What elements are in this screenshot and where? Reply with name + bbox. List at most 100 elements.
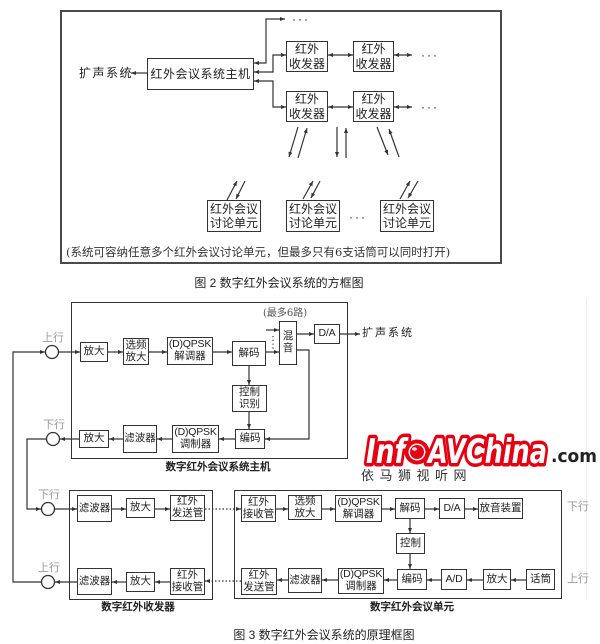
host-filter: 滤波器 xyxy=(123,425,157,453)
discussion-unit-block: 红外会议 讨论单元 xyxy=(207,200,261,232)
ellipsis: ··· xyxy=(421,48,439,62)
block-label: 解码 xyxy=(399,501,421,514)
block-label: 控制 xyxy=(400,536,421,549)
transceiver-uplink-port xyxy=(40,574,56,590)
host-selective-amp: 选频 放大 xyxy=(123,338,149,365)
ir-beam-down xyxy=(288,126,299,158)
transceiver-uplink-label: 上行 xyxy=(38,561,60,574)
block-label-line: 接收管 xyxy=(171,580,204,593)
block-label: 话筒 xyxy=(530,572,551,585)
unit-2-beam-down xyxy=(310,180,321,199)
uplink-feed-line xyxy=(12,350,45,583)
host-mixer: 混 音 xyxy=(279,321,297,365)
host-modulator: (D)QPSK 调制器 xyxy=(172,425,219,453)
block-label-line: 收发器 xyxy=(288,56,325,71)
downlink-feed-line xyxy=(26,438,46,511)
discussion-unit-block: 红外会议 讨论单元 xyxy=(286,200,340,232)
block-label-line: 混 xyxy=(282,330,294,343)
block-label: D/A xyxy=(443,501,461,514)
host-block: 红外会议系统主机 xyxy=(147,58,254,90)
block-label: 编码 xyxy=(401,572,423,585)
max-channels-note: (最多6路) xyxy=(263,308,308,319)
block-label: 滤波器 xyxy=(289,573,321,586)
block-label-line: 红外 xyxy=(177,568,198,581)
unit-2-beam-up xyxy=(302,180,314,200)
block-label-line: 调制器 xyxy=(179,438,212,450)
ir-beam-up xyxy=(388,128,400,158)
block-label: D/A xyxy=(318,327,336,340)
host-amp-out: 放大 xyxy=(79,430,109,448)
capacity-note: (系统可容纳任意多个红外会议讨论单元，但最多只有6支话筒可以同时打开) xyxy=(66,245,451,259)
ir-beam-down xyxy=(376,126,389,156)
block-label-line: 收发器 xyxy=(355,56,392,71)
pa-system-label: 扩声系统 xyxy=(79,66,134,80)
block-label-line: 选频 xyxy=(294,494,316,507)
watermark-brand-left: Inf xyxy=(366,432,409,469)
host-uplink-port xyxy=(44,344,60,360)
host-downlink-label: 下行 xyxy=(43,418,65,431)
host-dac: D/A xyxy=(314,324,340,344)
unit-dac: D/A xyxy=(439,498,465,519)
block-label-line: 放大 xyxy=(294,506,316,519)
watermark-domain: .com xyxy=(551,446,597,467)
watermark-subtitle: 依马狮视听网 xyxy=(361,468,473,483)
figure3-caption: 图 3 数字红外会议系统的原理框图 xyxy=(233,628,415,642)
host-amp-in: 放大 xyxy=(80,342,108,362)
unit-ir-receiver: 红外 接收管 xyxy=(241,495,276,522)
transceiver-ir-receiver: 红外 接收管 xyxy=(170,568,205,595)
transceiver-downlink-label: 下行 xyxy=(38,488,60,501)
host-block-label: 红外会议系统主机 xyxy=(150,66,251,81)
host-demodulator: (D)QPSK 解调器 xyxy=(167,337,213,365)
block-label-line: (D)QPSK xyxy=(174,426,217,439)
fig3-unit-frame xyxy=(234,490,562,599)
block-label: 放大 xyxy=(130,575,151,588)
unit-decoder: 解码 xyxy=(395,498,425,519)
link-host-transceiver-1 xyxy=(254,53,286,74)
block-label-line: 调制器 xyxy=(345,580,377,592)
unit-microphone: 话筒 xyxy=(526,569,555,590)
transceiver-filter-tx: 滤波器 xyxy=(77,495,112,522)
fig3-transceiver-frame xyxy=(69,490,213,600)
transceiver-block: 红外 收发器 xyxy=(286,41,328,72)
host-uplink-label: 上行 xyxy=(42,331,64,344)
block-label-line: 红外 xyxy=(177,495,198,508)
unit-selective-amp: 选频 放大 xyxy=(288,495,322,520)
block-label-line: 收发器 xyxy=(288,106,325,121)
block-label-line: 识别 xyxy=(239,397,260,410)
host-decoder: 解码 xyxy=(232,341,266,366)
block-label-line: 接收管 xyxy=(242,507,275,520)
ellipsis: ··· xyxy=(349,210,367,224)
block-label-line: 解调器 xyxy=(174,350,206,362)
ellipsis: ··· xyxy=(421,100,439,114)
block-label: 放音装置 xyxy=(479,501,522,514)
discussion-unit-block: 红外会议 讨论单元 xyxy=(380,200,434,232)
unit-filter: 滤波器 xyxy=(288,568,322,593)
block-label-line: 讨论单元 xyxy=(382,216,431,230)
unit-modulator: (D)QPSK 调制器 xyxy=(338,568,384,594)
block-label: 放大 xyxy=(130,501,151,514)
transceiver-block: 红外 收发器 xyxy=(286,91,328,122)
block-label-line: 红外会议 xyxy=(382,201,431,216)
host-control-id: 控制 识别 xyxy=(232,385,267,412)
unit-1-beam-up xyxy=(226,180,238,201)
block-label: 放大 xyxy=(486,572,508,585)
block-label-line: 讨论单元 xyxy=(209,216,258,230)
block-label: 放大 xyxy=(83,345,105,358)
unit-3-beam-down xyxy=(407,180,419,199)
watermark-logo: Inf AVChina .com xyxy=(363,429,598,469)
block-label: 解码 xyxy=(238,346,260,359)
unit-ir-emitter: 红外 发送管 xyxy=(241,568,277,595)
unit-encoder: 编码 xyxy=(397,569,427,590)
block-label-line: 控制 xyxy=(239,385,260,398)
block-label-line: 红外 xyxy=(248,568,270,581)
host-downlink-port xyxy=(45,431,61,447)
unit-downlink-label: 下行 xyxy=(567,500,589,513)
divider-line xyxy=(586,299,587,600)
unit-amp: 放大 xyxy=(483,569,511,590)
host-title: 数字红外会议系统主机 xyxy=(165,461,271,473)
block-label-line: 红外会议 xyxy=(288,201,337,216)
ellipsis: ··· xyxy=(292,12,310,26)
block-label-line: 发送管 xyxy=(171,507,204,519)
block-label-line: 红外 xyxy=(294,92,319,107)
block-label: 滤波器 xyxy=(78,574,111,587)
